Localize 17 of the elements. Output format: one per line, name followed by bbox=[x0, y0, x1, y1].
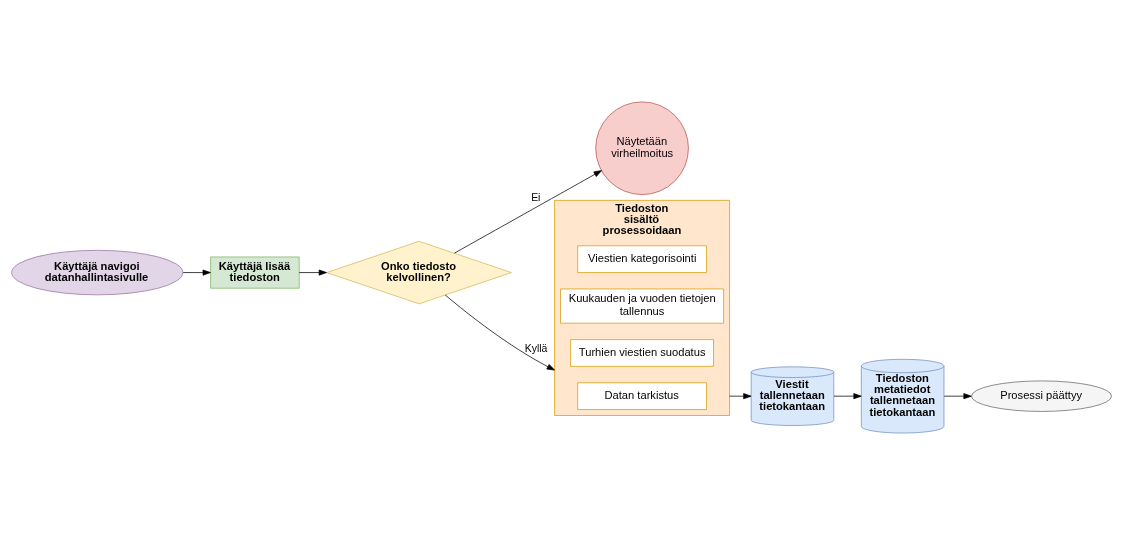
node-ellipse: Prosessi päättyy bbox=[971, 380, 1112, 412]
edge-label: Ei bbox=[531, 191, 541, 203]
arrow bbox=[454, 169, 602, 253]
arrow bbox=[182, 269, 211, 276]
arrow bbox=[729, 392, 752, 399]
edge-label: Kyllä bbox=[524, 342, 548, 354]
arrow bbox=[444, 294, 555, 370]
arrow bbox=[298, 269, 327, 276]
node-ellipse: Käyttäjä navigoi datanhallintasivulle bbox=[11, 249, 184, 295]
node-diamond: Onko tiedosto kelvollinen? bbox=[326, 240, 512, 304]
node-box: Kuukauden ja vuoden tietojen tallennus bbox=[560, 288, 724, 324]
arrow bbox=[943, 392, 972, 399]
node-box: Datan tarkistus bbox=[577, 381, 707, 410]
arrow bbox=[833, 392, 862, 399]
node-box: Turhien viestien suodatus bbox=[570, 338, 714, 367]
node-box: Käyttäjä lisää tiedoston bbox=[210, 256, 300, 289]
node-box: Viestien kategorisointi bbox=[577, 244, 707, 273]
